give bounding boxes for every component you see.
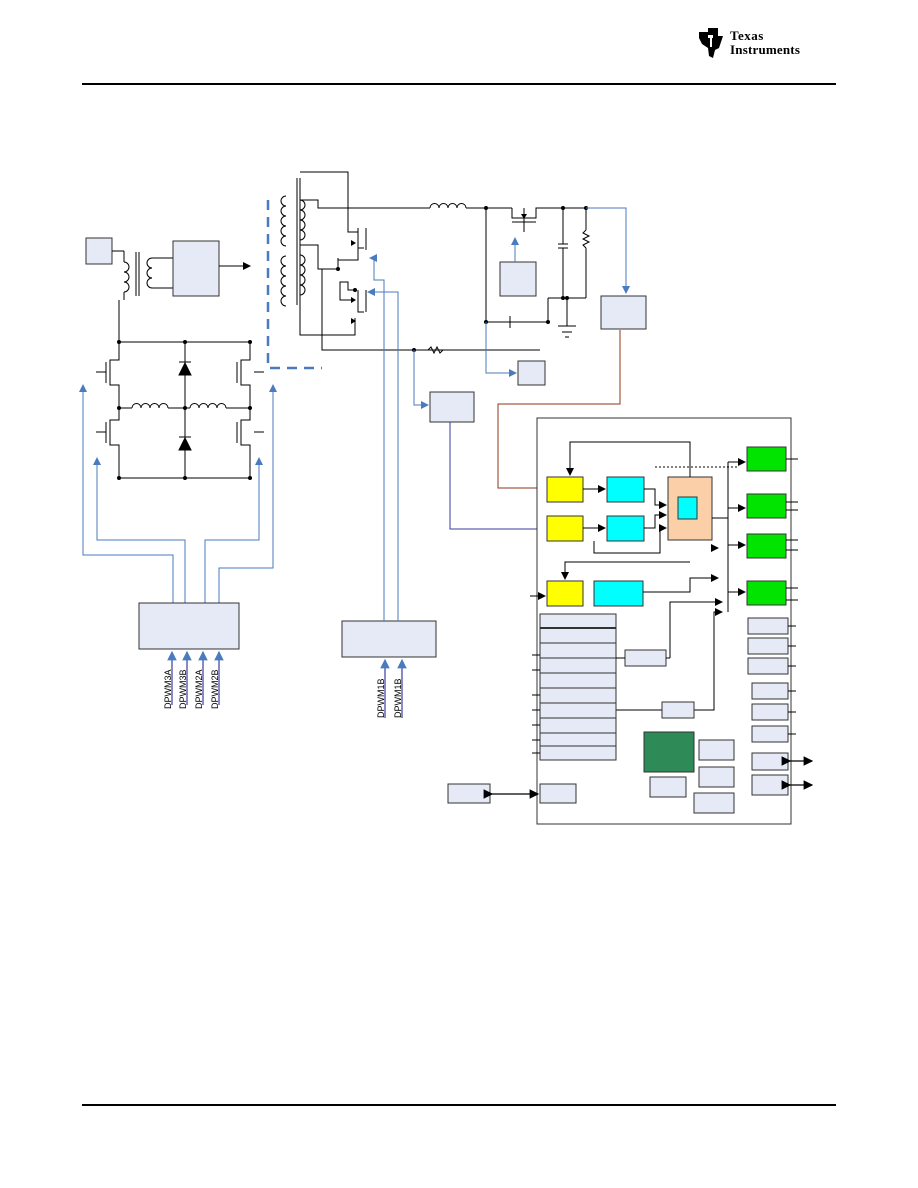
dpwm-output-pins xyxy=(786,458,798,601)
voltage-sense-amp-block xyxy=(600,295,647,330)
filter-2-block xyxy=(606,515,645,542)
isolated-driver-block xyxy=(172,240,220,297)
dpwm1b-label-a: DPWM1B xyxy=(376,678,386,718)
peripheral-block-3 xyxy=(747,657,789,675)
oring-controller-block xyxy=(499,261,537,297)
right-leg-mosfets xyxy=(240,342,251,478)
dpwm1b-label-b: DPWM1B xyxy=(393,678,403,718)
dpwm2a-label: DPWM2A xyxy=(194,669,204,709)
adc-input-pins xyxy=(532,654,540,754)
logo-text-instruments: Instruments xyxy=(730,42,801,57)
dpwm2b-label: DPWM2B xyxy=(210,669,220,709)
current-shunt-resistor xyxy=(427,345,444,355)
host-interface-block xyxy=(447,783,491,804)
peripheral-block-4 xyxy=(751,682,789,700)
peripheral-block-1 xyxy=(747,617,789,635)
transformer-secondary-2 xyxy=(299,254,306,296)
resonant-inductor xyxy=(131,403,169,409)
primary-gate-driver-block xyxy=(138,602,240,650)
dpwm-input-arrows-right xyxy=(380,658,407,718)
output-stage xyxy=(485,207,591,338)
gate-drive-lines xyxy=(79,384,277,603)
footer-rule xyxy=(82,1104,836,1106)
output-inductor xyxy=(429,203,467,209)
transformer-primary-winding-2 xyxy=(280,255,287,307)
dpwm-block-2 xyxy=(746,493,787,519)
voltage-feedback-line xyxy=(497,330,621,492)
left-leg-mosfets xyxy=(109,342,120,478)
peripheral-block-5 xyxy=(751,703,789,721)
dpwm-labels-left: DPWM3A DPWM3B DPWM2A DPWM2B xyxy=(163,669,220,709)
clamp-diode-top xyxy=(178,361,192,376)
loop-mux-inner-block xyxy=(677,496,698,520)
comm-block-2 xyxy=(751,774,789,796)
ti-logo: Texas Instruments xyxy=(696,26,838,60)
memory-block-4 xyxy=(693,792,735,814)
filter-3-block xyxy=(593,580,644,607)
dpwm-block-4 xyxy=(746,580,787,606)
header-rule xyxy=(82,83,836,85)
transformer-primary-winding xyxy=(280,195,287,247)
front-end-3-block xyxy=(546,580,584,607)
comparator-block-1 xyxy=(624,649,667,667)
dpwm3a-label: DPWM3A xyxy=(163,669,173,709)
memory-block-1 xyxy=(698,739,735,761)
bridge-nodes xyxy=(117,340,252,480)
isolation-barrier xyxy=(266,200,322,370)
controller-internal-wiring xyxy=(530,441,746,711)
dpwm-input-arrows-left xyxy=(167,650,224,705)
isolation-transformer-secondary xyxy=(146,257,153,289)
logo-text-texas: Texas xyxy=(730,28,764,43)
current-feedback-line xyxy=(449,422,547,533)
clamp-diode-bottom xyxy=(178,436,192,451)
shim-inductor xyxy=(189,403,227,409)
sr-gate-driver-block xyxy=(341,620,437,658)
peripheral-block-6 xyxy=(751,725,789,743)
temp-sense-block xyxy=(517,360,546,386)
adc-channel-stack xyxy=(539,613,617,761)
arm-core-block xyxy=(643,731,695,773)
dpwm-block-3 xyxy=(746,533,787,559)
sr-arrows xyxy=(336,240,416,352)
ti-logo-icon xyxy=(699,28,723,58)
full-bridge-primary xyxy=(85,237,264,479)
isolation-transformer-primary xyxy=(123,261,130,293)
main-transformer-and-rectifier xyxy=(280,171,540,351)
front-end-1-block xyxy=(546,476,584,503)
dpwm3b-label: DPWM3B xyxy=(178,669,188,709)
pmbus-block xyxy=(539,783,577,804)
source-block xyxy=(85,237,113,265)
current-sense-amp-block xyxy=(429,391,475,423)
sr-gate-drive-lines xyxy=(367,254,399,621)
comm-bidir-arrows xyxy=(781,756,814,790)
comparator-block-2 xyxy=(661,701,695,719)
peripheral-block-2 xyxy=(747,637,789,655)
memory-block-2 xyxy=(698,766,735,788)
comm-block-1 xyxy=(751,752,789,771)
peripheral-pins xyxy=(788,625,796,735)
transformer-secondary-1 xyxy=(299,199,306,241)
memory-block-3 xyxy=(649,776,687,798)
front-end-2-block xyxy=(546,515,584,542)
load-resistor xyxy=(581,229,591,249)
dpwm-block-1 xyxy=(746,446,787,472)
filter-1-block xyxy=(606,476,645,503)
